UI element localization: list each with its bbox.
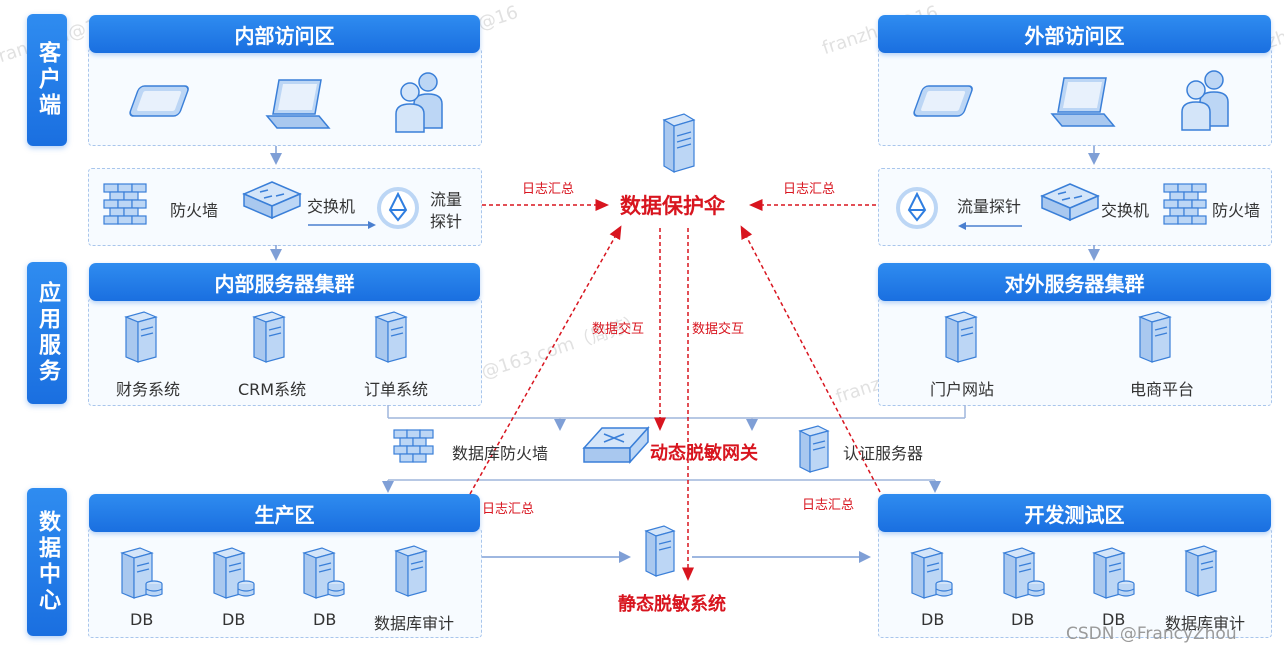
server-icon [124,311,158,363]
left-probe-label-1: 流量 [430,190,463,209]
gateway-icon [582,426,650,464]
devtest-item-label: DB [921,610,945,629]
auth-server-icon [798,425,830,473]
exchange-label-right: 数据交互 [692,322,745,337]
left-firewall-label: 防火墙 [170,201,219,220]
dynamic-gateway-label: 动态脱敏网关 [650,443,758,464]
production-item-label: 数据库审计 [374,614,455,633]
production-item-label: DB [222,610,246,629]
right-firewall-label: 防火墙 [1212,201,1261,220]
users-icon [1181,70,1229,131]
production-header: 生产区 [89,494,480,532]
side-tab-client: 客户端 [27,14,67,146]
db-firewall-label: 数据库防火墙 [452,444,549,463]
left-probe-label-2: 探针 [430,212,463,231]
devtest-header: 开发测试区 [878,494,1271,532]
right-internal-arrow [958,222,1022,230]
left-internal-arrow [308,221,376,229]
internal-server-label: 财务系统 [116,380,181,399]
database-server-icon [1002,547,1045,599]
right-switch-label: 交换机 [1101,201,1150,220]
data-umbrella-label: 数据保护伞 [620,194,725,218]
users-icon [395,72,443,133]
server-icon [394,545,428,597]
log-flow [740,225,881,493]
database-server-icon [1092,547,1135,599]
internal-server-label: 订单系统 [364,380,429,399]
production-item-label: DB [130,610,154,629]
database-server-icon [910,547,953,599]
devtest-item-label: 数据库审计 [1165,614,1246,633]
static-server-icon [644,525,676,577]
left-switch-label: 交换机 [307,197,356,216]
external-servers-header: 对外服务器集群 [878,263,1271,301]
umbrella-server-icon [662,113,696,174]
log-label-production: 日志汇总 [482,502,535,517]
tablet-icon [129,85,189,117]
static-system-label: 静态脱敏系统 [618,594,726,615]
production-item-label: DB [313,610,337,629]
external-server-label: 电商平台 [1130,380,1195,399]
laptop-icon [1050,77,1116,127]
log-label-right: 日志汇总 [783,182,836,197]
database-server-icon [212,547,255,599]
server-icon [944,311,978,363]
right-probe-label: 流量探针 [957,197,1022,216]
firewall-icon [1163,183,1207,225]
side-tab-datacenter: 数据中心 [27,488,67,636]
csdn-watermark: CSDN @FrancyZhou [1066,624,1237,644]
log-label-devtest: 日志汇总 [802,498,855,513]
server-icon [1138,311,1172,363]
internal-access-header: 内部访问区 [89,15,480,53]
devtest-item-label: DB [1102,610,1126,629]
exchange-label-left: 数据交互 [592,322,645,337]
internal-servers-header: 内部服务器集群 [89,263,480,301]
traffic-probe-icon [896,187,938,229]
firewall-icon [103,183,147,225]
external-access-header: 外部访问区 [878,15,1271,53]
switch-icon [242,181,302,220]
server-icon [252,311,286,363]
database-server-icon [302,547,345,599]
db-firewall-icon [393,429,434,463]
external-server-label: 门户网站 [930,380,995,399]
side-tab-app: 应用服务 [27,262,67,404]
traffic-probe-icon [377,187,419,229]
auth-server-label: 认证服务器 [843,444,924,463]
switch-icon [1040,183,1100,222]
tablet-icon [913,85,973,117]
laptop-icon [265,79,331,129]
log-flow [469,225,622,495]
server-icon [1184,545,1218,597]
log-label-left: 日志汇总 [522,182,575,197]
devtest-item-label: DB [1011,610,1035,629]
database-server-icon [120,547,163,599]
server-icon [374,311,408,363]
internal-server-label: CRM系统 [238,380,307,399]
